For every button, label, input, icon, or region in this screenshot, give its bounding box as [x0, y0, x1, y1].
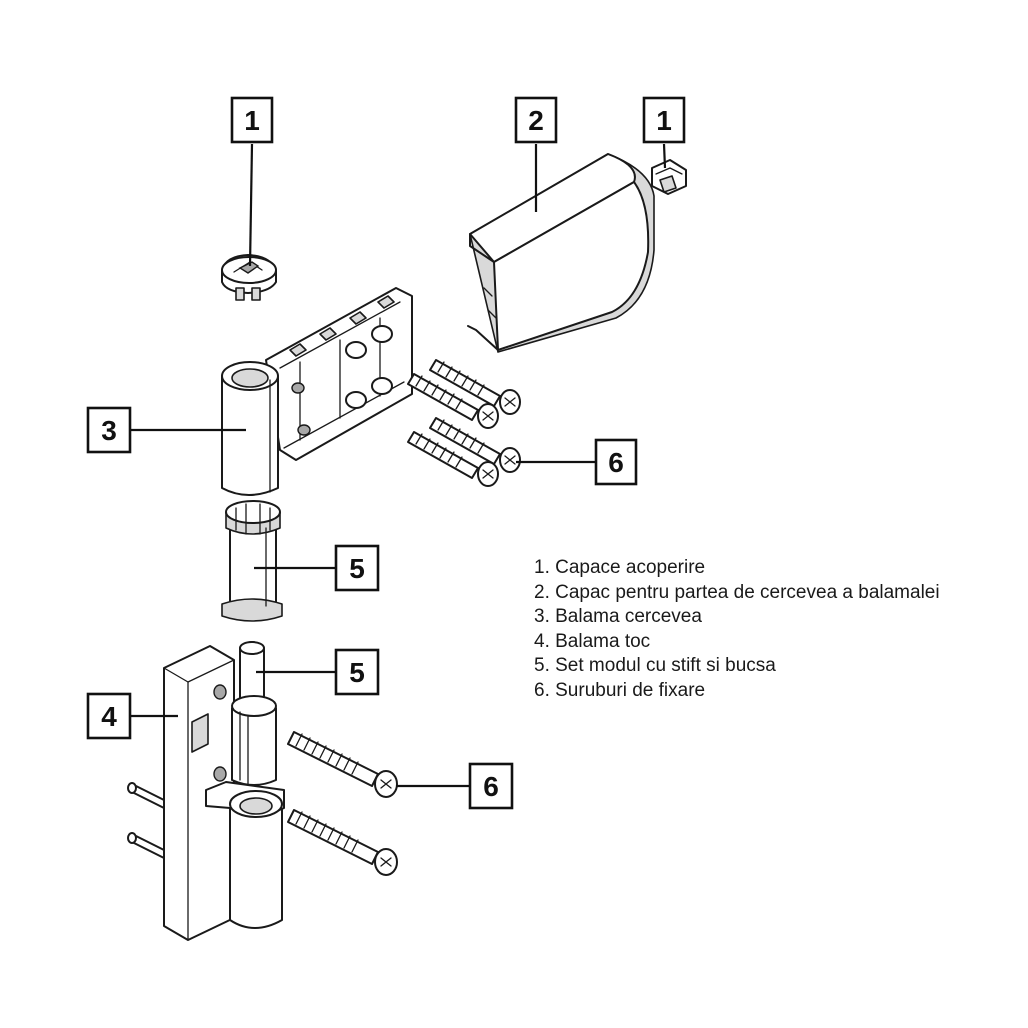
screw-lower-2	[287, 809, 398, 876]
callout-5b: 5	[334, 648, 380, 696]
hinge-pin	[239, 641, 265, 705]
callout-3: 3	[86, 406, 132, 454]
svg-text:6: 6	[483, 771, 499, 802]
screw-upper-4	[407, 431, 499, 487]
legend-item: 5. Set modul cu stift si bucsa	[534, 655, 776, 677]
callout-2: 2	[514, 96, 558, 144]
legend-item: 6. Suruburi de fixare	[534, 679, 706, 701]
svg-text:3: 3	[101, 415, 117, 446]
screw-lower-1	[287, 731, 398, 798]
screw-upper-2	[407, 373, 499, 429]
callout-4: 4	[86, 692, 132, 740]
svg-text:2: 2	[528, 105, 544, 136]
callout-1a: 1	[230, 96, 274, 144]
svg-text:1: 1	[244, 105, 260, 136]
svg-text:6: 6	[608, 447, 624, 478]
callout-6b: 6	[468, 762, 514, 810]
leader-lines	[130, 143, 667, 788]
parts-legend: 1. Capace acoperire 2. Capac pentru part…	[534, 556, 940, 704]
svg-text:5: 5	[349, 553, 365, 584]
leader-1a	[248, 143, 254, 267]
frame-hinge	[127, 645, 285, 941]
legend-item: 2. Capac pentru partea de cercevea a bal…	[534, 581, 940, 603]
svg-text:4: 4	[101, 701, 117, 732]
cover-cap-round	[221, 254, 277, 301]
cover-cap-small	[651, 159, 687, 195]
screw-upper-3	[429, 417, 521, 473]
sash-hinge-cover	[467, 153, 655, 353]
callout-5a: 5	[334, 544, 380, 592]
leader-1b	[662, 143, 667, 169]
bush-module	[221, 500, 283, 622]
sash-hinge	[221, 287, 413, 496]
legend-item: 4. Balama toc	[534, 630, 651, 652]
svg-text:1: 1	[656, 105, 672, 136]
legend-item: 1. Capace acoperire	[534, 557, 706, 578]
svg-text:5: 5	[349, 657, 365, 688]
callout-1b: 1	[642, 96, 686, 144]
screw-upper-1	[429, 359, 521, 415]
callout-6a: 6	[594, 438, 638, 486]
legend-item: 3. Balama cercevea	[534, 606, 702, 628]
